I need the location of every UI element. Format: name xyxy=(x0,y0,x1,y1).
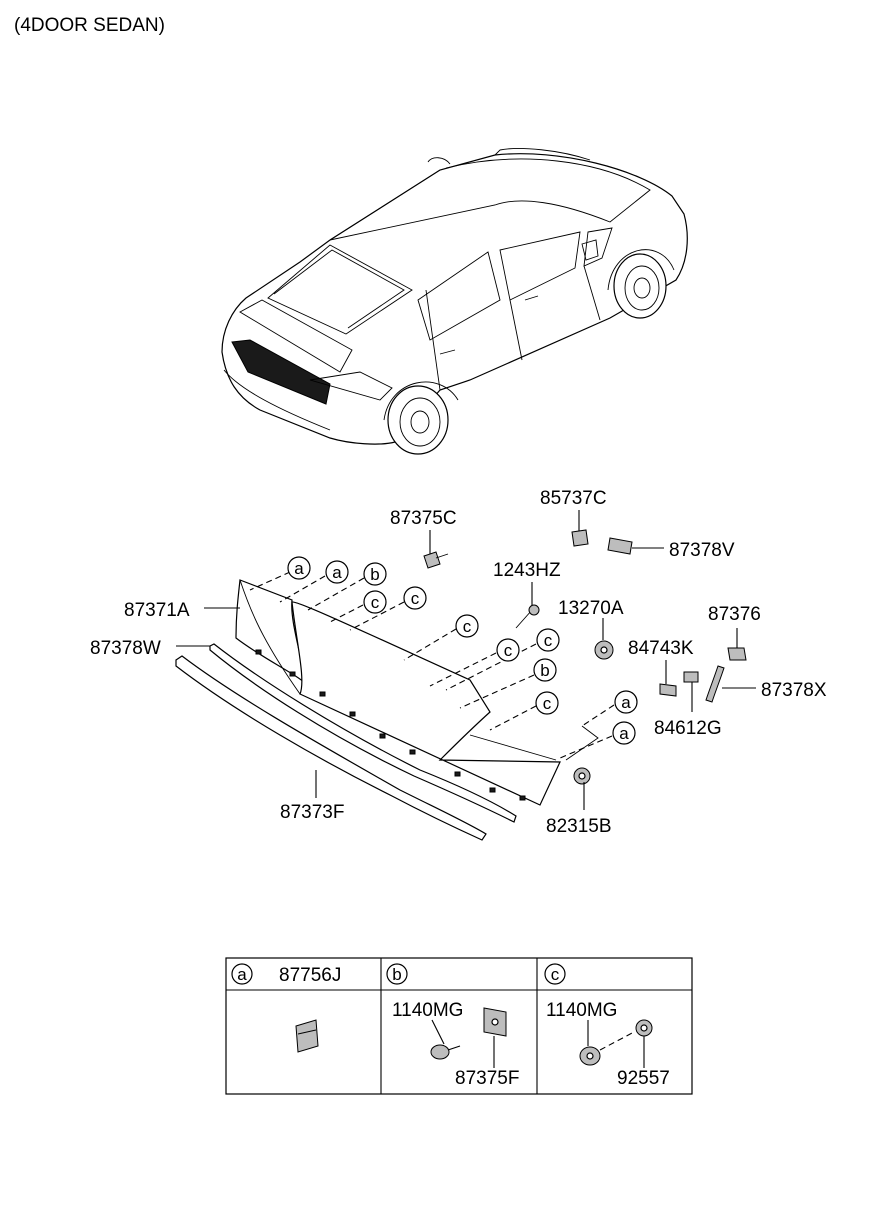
screw-1243HZ xyxy=(515,582,540,629)
circle-a-3: a xyxy=(614,690,638,714)
callout-labels: 87375C 85737C 87378V 1243HZ 13270A 87376… xyxy=(90,488,827,837)
pad-84743K xyxy=(659,660,677,697)
legend-letter-a: a xyxy=(237,965,247,984)
svg-text:b: b xyxy=(540,661,549,680)
label-87373F: 87373F xyxy=(280,802,344,823)
strip-87378X xyxy=(705,665,756,703)
legend-col-b: b 1140MG 87375F xyxy=(386,963,519,1089)
label-82315B: 82315B xyxy=(546,816,612,837)
circle-c-4: c xyxy=(496,638,520,662)
circle-a-4: a xyxy=(612,721,636,745)
legend-part-b-bottom: 87375F xyxy=(455,1068,519,1089)
diagram-title: (4DOOR SEDAN) xyxy=(14,15,165,36)
svg-text:c: c xyxy=(371,593,380,612)
legend-part-c-bottom: 92557 xyxy=(617,1068,670,1089)
svg-text:a: a xyxy=(332,563,342,582)
svg-text:c: c xyxy=(463,617,472,636)
circle-b-2: b xyxy=(533,658,557,682)
leader-lines xyxy=(249,571,615,761)
circle-c-1: c xyxy=(363,590,387,614)
label-87378X: 87378X xyxy=(761,680,827,701)
svg-text:c: c xyxy=(411,589,420,608)
label-87376: 87376 xyxy=(708,604,761,625)
svg-text:c: c xyxy=(504,641,513,660)
svg-text:a: a xyxy=(621,693,631,712)
pad-87376 xyxy=(727,628,747,661)
circle-b-1: b xyxy=(363,562,387,586)
label-13270A: 13270A xyxy=(558,598,624,619)
legend-part-a: 87756J xyxy=(279,965,341,986)
label-87371A: 87371A xyxy=(124,600,190,621)
svg-text:c: c xyxy=(544,631,553,650)
legend-col-c: c 1140MG 92557 xyxy=(544,963,670,1089)
legend-part-b-top: 1140MG xyxy=(392,1000,463,1021)
circle-c-3: c xyxy=(455,614,479,638)
panel-clips xyxy=(255,649,526,801)
nut-13270A xyxy=(594,618,614,660)
svg-text:c: c xyxy=(543,694,552,713)
garnish-panel-main xyxy=(291,601,561,806)
hardware-parts xyxy=(176,510,756,810)
label-85737C: 85737C xyxy=(540,488,607,509)
weatherstrip-87378W xyxy=(209,643,517,823)
label-84612G: 84612G xyxy=(654,718,722,739)
legend-part-c-top: 1140MG xyxy=(546,1000,617,1021)
exploded-parts xyxy=(175,579,561,841)
pad-85737C xyxy=(571,510,589,547)
svg-text:a: a xyxy=(294,559,304,578)
label-87378W: 87378W xyxy=(90,638,161,659)
pad-84612G xyxy=(683,671,699,712)
pad-87378V xyxy=(607,537,664,555)
legend-col-a: a 87756J xyxy=(231,963,341,1053)
legend-table: a 87756J b 1140MG 87375F c 1140MG 92557 xyxy=(225,957,693,1095)
legend-letter-c: c xyxy=(551,965,560,984)
grommet-82315B xyxy=(573,767,591,810)
label-84743K: 84743K xyxy=(628,638,694,659)
letter-circles: a a b c c c c c b c a a xyxy=(287,556,638,745)
circle-c-5: c xyxy=(536,628,560,652)
garnish-panel-87371A xyxy=(235,579,307,686)
clip-87375C xyxy=(423,530,449,569)
legend-letter-b: b xyxy=(392,965,401,984)
label-87375C: 87375C xyxy=(390,508,457,529)
svg-text:a: a xyxy=(619,724,629,743)
circle-c-6: c xyxy=(535,691,559,715)
label-1243HZ: 1243HZ xyxy=(493,560,561,581)
label-87378V: 87378V xyxy=(669,540,735,561)
car-illustration xyxy=(221,148,688,455)
moulding-87373F xyxy=(175,655,487,841)
circle-c-2: c xyxy=(403,586,427,610)
circle-a-2: a xyxy=(325,560,349,584)
svg-text:b: b xyxy=(370,565,379,584)
circle-a-1: a xyxy=(287,556,311,580)
